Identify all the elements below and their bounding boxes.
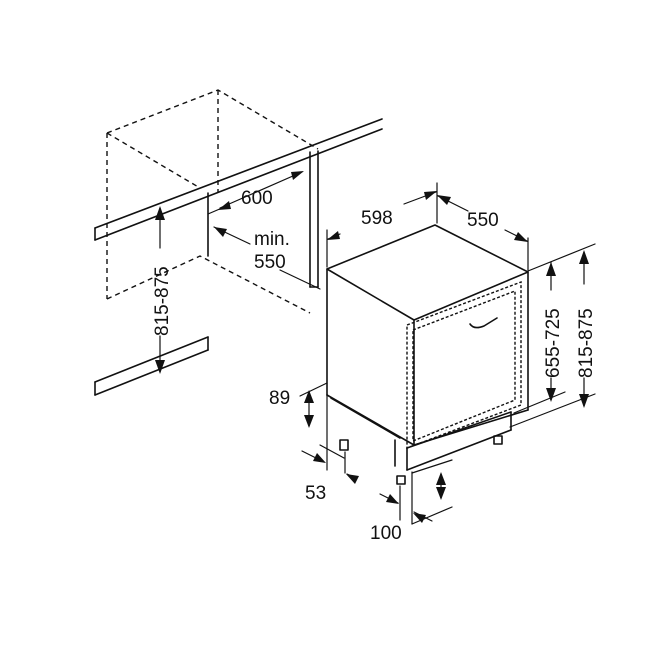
height-extension-lines bbox=[509, 243, 596, 428]
foot-offset-label: 100 bbox=[370, 523, 402, 544]
appliance-width-label: 598 bbox=[361, 208, 393, 229]
door-panel bbox=[406, 280, 522, 450]
door-handle bbox=[469, 317, 498, 329]
kick-offset-label: 53 bbox=[305, 483, 326, 504]
niche-height-label: 815-875 bbox=[152, 266, 173, 336]
niche-depth-label: 600 bbox=[241, 188, 273, 209]
upper-cabinet-outline bbox=[106, 89, 319, 314]
appliance-height-dimension bbox=[579, 250, 589, 408]
kick-height-label: 89 bbox=[269, 388, 290, 409]
foot-offset-dimension bbox=[379, 459, 453, 525]
dishwasher-body bbox=[326, 224, 529, 446]
door-height-label: 655-725 bbox=[543, 308, 564, 378]
niche-height-dimension bbox=[155, 206, 165, 374]
worktop bbox=[94, 118, 383, 241]
niche-depth-dimension bbox=[207, 171, 321, 290]
appliance-depth-dimension bbox=[437, 195, 529, 271]
feet bbox=[339, 435, 503, 485]
plinth-board bbox=[94, 336, 209, 396]
min-depth-label: 550 bbox=[254, 252, 286, 273]
appliance-depth-label: 550 bbox=[467, 210, 499, 231]
kick-offset-dimension bbox=[301, 394, 359, 484]
appliance-height-label: 815-875 bbox=[576, 308, 597, 378]
kick-height-dimension bbox=[299, 382, 345, 459]
min-label: min. bbox=[254, 229, 290, 250]
door-height-dimension bbox=[546, 261, 556, 402]
appliance-width-dimension bbox=[326, 182, 438, 268]
